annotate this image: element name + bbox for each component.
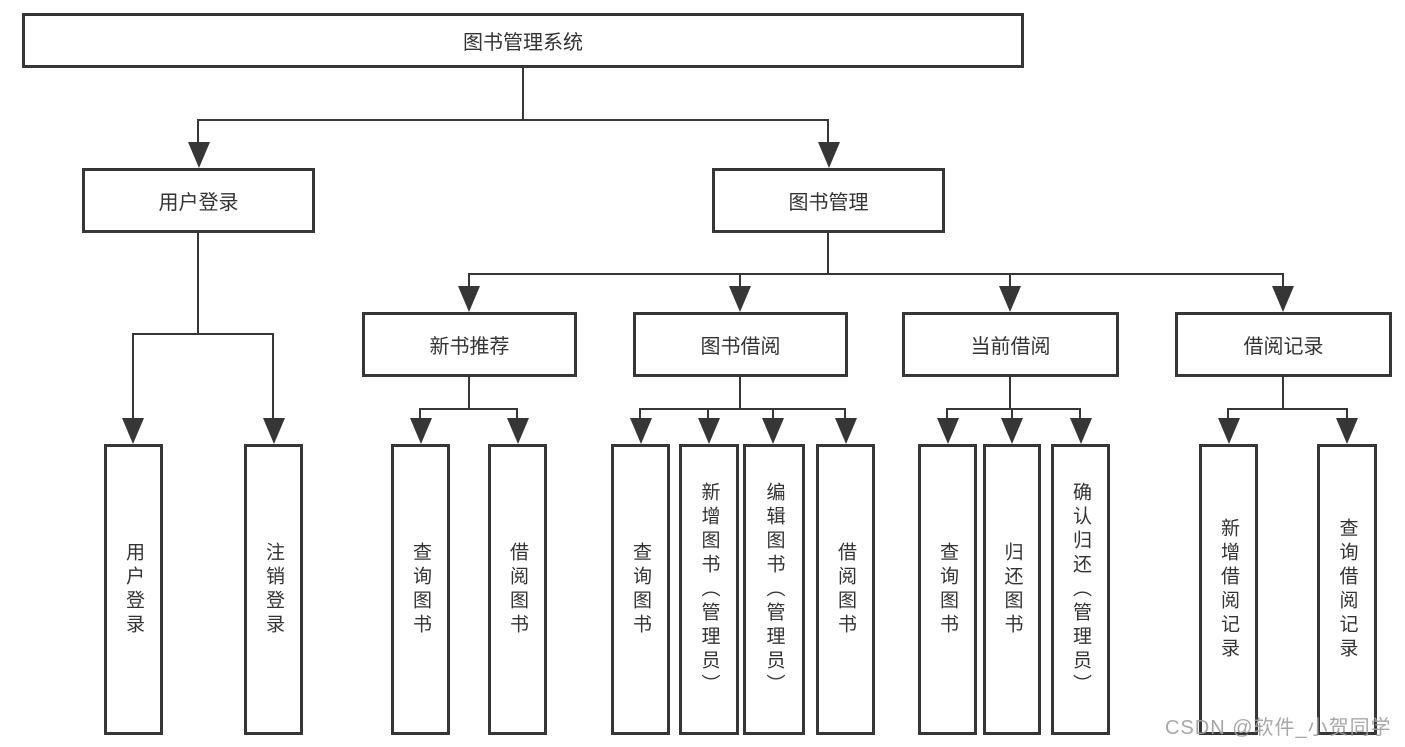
- node-book-management-label: 图书管理: [788, 192, 869, 214]
- arrow-down-icon: [1272, 286, 1294, 312]
- arrow-down-icon: [818, 142, 840, 168]
- connector-level2-rail: [197, 119, 829, 121]
- node-library-system-label: 图书管理系统: [463, 32, 583, 54]
- leaf-current-confirm-return-admin-label: 确认归还（管理员）: [1070, 481, 1091, 698]
- connector-book-management-stem: [827, 233, 829, 273]
- leaf-borrow-edit-books-admin: 编辑图书（管理员）: [743, 444, 805, 735]
- node-new-book-recommendation-label: 新书推荐: [429, 336, 510, 358]
- connector-drop: [707, 408, 709, 420]
- leaf-records-query-record: 查询借阅记录: [1317, 444, 1377, 735]
- leaf-records-add-record: 新增借阅记录: [1199, 444, 1258, 735]
- connector-book-borrowing-rail: [639, 408, 846, 410]
- leaf-records-add-record-label: 新增借阅记录: [1218, 517, 1239, 662]
- leaf-current-confirm-return-admin: 确认归还（管理员）: [1051, 444, 1110, 735]
- arrow-down-icon: [762, 418, 784, 444]
- leaf-borrow-borrow-books-label: 借阅图书: [835, 541, 856, 638]
- connector-user-login-rail: [132, 333, 274, 335]
- connector-book-borrowing-stem: [739, 377, 741, 408]
- node-user-login: 用户登录: [82, 168, 315, 233]
- arrow-down-icon: [1001, 418, 1023, 444]
- leaf-logout: 注销登录: [244, 444, 303, 735]
- node-library-system: 图书管理系统: [22, 13, 1024, 68]
- leaf-borrow-add-books-admin-label: 新增图书（管理员）: [698, 481, 720, 698]
- connector-root-stem: [522, 68, 524, 119]
- node-current-borrowing: 当前借阅: [902, 312, 1119, 377]
- connector-drop: [844, 408, 846, 420]
- leaf-logout-label: 注销登录: [263, 541, 284, 638]
- connector-drop-leaf-logout: [272, 333, 274, 421]
- connector-drop-book-borrowing: [739, 273, 741, 289]
- connector-drop: [1227, 408, 1229, 420]
- arrow-down-icon: [630, 418, 652, 444]
- leaf-borrow-add-books-admin: 新增图书（管理员）: [679, 444, 739, 735]
- connector-drop: [946, 408, 948, 420]
- arrow-down-icon: [188, 142, 210, 168]
- arrow-down-icon: [1336, 418, 1358, 444]
- arrow-down-icon: [1218, 418, 1240, 444]
- connector-level3-rail: [468, 273, 1284, 275]
- leaf-borrow-edit-books-admin-label: 编辑图书（管理员）: [763, 481, 785, 698]
- connector-drop-leaf-user-login: [132, 333, 134, 421]
- arrow-down-icon: [263, 418, 285, 444]
- arrow-down-icon: [1070, 418, 1092, 444]
- connector-new-book-stem: [468, 377, 470, 408]
- arrow-down-icon: [729, 286, 751, 312]
- node-borrowing-records-label: 借阅记录: [1243, 336, 1324, 358]
- connector-drop: [1346, 408, 1348, 420]
- leaf-rec-query-books-label: 查询图书: [410, 541, 431, 638]
- arrow-down-icon: [937, 418, 959, 444]
- node-current-borrowing-label: 当前借阅: [970, 336, 1051, 358]
- leaf-rec-borrow-books: 借阅图书: [488, 444, 547, 735]
- arrow-down-icon: [458, 286, 480, 312]
- leaf-rec-query-books: 查询图书: [391, 444, 450, 735]
- leaf-current-return-books: 归还图书: [983, 444, 1041, 735]
- connector-current-borrowing-rail: [946, 408, 1081, 410]
- node-user-login-label: 用户登录: [158, 192, 239, 214]
- leaf-user-login-label: 用户登录: [123, 541, 144, 638]
- connector-drop-book-management: [827, 119, 829, 149]
- arrow-down-icon: [122, 418, 144, 444]
- leaf-rec-borrow-books-label: 借阅图书: [507, 541, 528, 638]
- leaf-current-query-books: 查询图书: [918, 444, 977, 735]
- arrow-down-icon: [410, 418, 432, 444]
- node-book-management: 图书管理: [712, 168, 945, 233]
- arrow-down-icon: [999, 286, 1021, 312]
- arrow-down-icon: [698, 418, 720, 444]
- node-new-book-recommendation: 新书推荐: [362, 312, 577, 377]
- leaf-current-query-books-label: 查询图书: [937, 541, 958, 638]
- connector-user-login-stem: [197, 233, 199, 333]
- connector-drop: [419, 408, 421, 420]
- connector-borrowing-records-stem: [1282, 377, 1284, 408]
- leaf-borrow-query-books: 查询图书: [611, 444, 670, 735]
- connector-drop: [516, 408, 518, 420]
- arrow-down-icon: [835, 418, 857, 444]
- node-borrowing-records: 借阅记录: [1175, 312, 1392, 377]
- connector-drop-borrowing-records: [1282, 273, 1284, 289]
- leaf-records-query-record-label: 查询借阅记录: [1336, 517, 1358, 662]
- node-book-borrowing-label: 图书借阅: [700, 336, 781, 358]
- connector-borrowing-records-rail: [1227, 408, 1348, 410]
- leaf-current-return-books-label: 归还图书: [1001, 541, 1023, 638]
- arrow-down-icon: [507, 418, 529, 444]
- connector-drop: [639, 408, 641, 420]
- leaf-user-login: 用户登录: [104, 444, 163, 735]
- leaf-borrow-borrow-books: 借阅图书: [816, 444, 875, 735]
- connector-drop: [1011, 408, 1013, 420]
- connector-drop-new-book: [468, 273, 470, 289]
- connector-drop-user-login: [197, 119, 199, 149]
- connector-current-borrowing-stem: [1009, 377, 1011, 408]
- connector-drop: [1079, 408, 1081, 420]
- node-book-borrowing: 图书借阅: [633, 312, 848, 377]
- connector-drop-current-borrowing: [1009, 273, 1011, 289]
- connector-drop: [772, 408, 774, 420]
- leaf-borrow-query-books-label: 查询图书: [630, 541, 651, 638]
- connector-new-book-rail: [419, 408, 518, 410]
- watermark: CSDN @软件_小贺同学: [1165, 717, 1392, 739]
